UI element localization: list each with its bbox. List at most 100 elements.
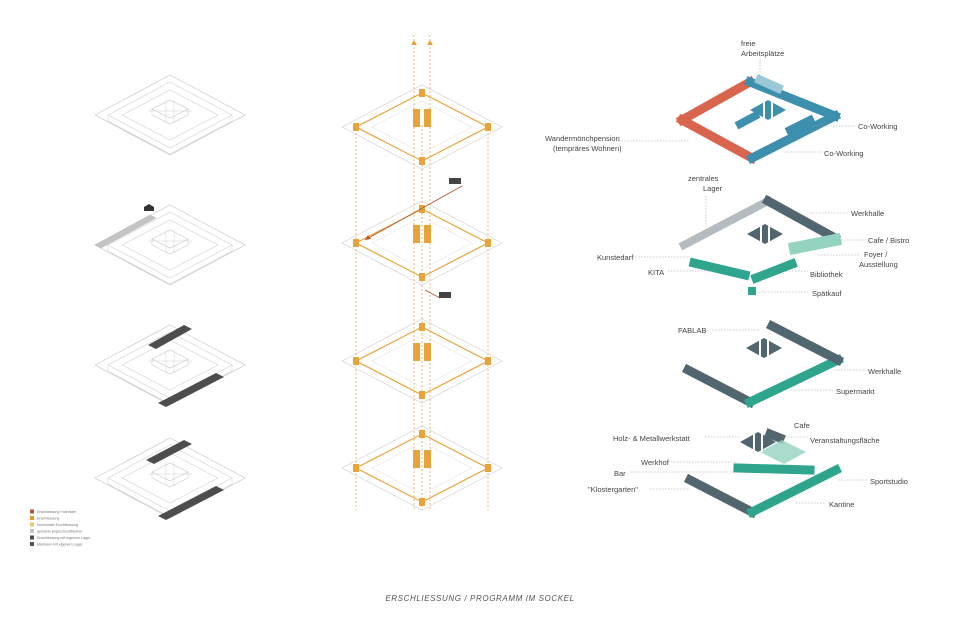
kita — [688, 257, 751, 281]
legend-label: Erschliessung Fahrräder — [37, 510, 77, 514]
core-gap — [753, 430, 763, 452]
stair-core — [424, 225, 431, 243]
core-block — [746, 336, 782, 358]
label-lager: Lager — [703, 184, 723, 193]
legend-label: Erschliessung mit eigenem Lager — [37, 536, 91, 540]
inner-outline — [371, 100, 473, 154]
bibliothek — [750, 258, 798, 284]
label-group: freie Arbeitsplätze Co-Working Co-Workin… — [545, 39, 909, 509]
bike-route — [424, 289, 441, 299]
legend-label: Erschliessung — [37, 517, 59, 521]
supermarkt — [744, 354, 844, 408]
label-freie: freie — [741, 39, 756, 48]
level-outline — [341, 84, 503, 170]
plan-upper — [675, 74, 842, 165]
stair-core — [424, 343, 431, 361]
coworking-wing — [745, 109, 842, 165]
label-cafe: Cafe — [794, 421, 810, 430]
werkstatt — [764, 428, 786, 444]
bike-arrow — [365, 235, 371, 240]
level-outline — [341, 318, 503, 404]
label-werkhalle-1: Werkhalle — [851, 209, 884, 218]
inner-outline — [371, 334, 473, 388]
label-kita: KITA — [648, 268, 664, 277]
core-block — [747, 222, 783, 244]
legend-swatch — [30, 516, 34, 520]
coworking-wing — [744, 76, 841, 122]
label-foyer: Foyer / — [864, 250, 888, 259]
label-fablab: FABLAB — [678, 326, 706, 335]
label-supermarkt: Supermarkt — [836, 387, 876, 396]
stair-core — [424, 109, 431, 127]
central-storage — [678, 195, 774, 251]
figure-caption: ERSCHLIESSUNG / PROGRAMM IM SOCKEL — [385, 594, 574, 603]
label-ausstellung: Ausstellung — [859, 260, 898, 269]
label-bar: Bar — [614, 469, 626, 478]
legend-swatch — [30, 535, 34, 540]
inner-outline — [371, 441, 473, 495]
label-arbeitsplaetze: Arbeitsplätze — [741, 49, 784, 58]
bar — [733, 463, 815, 475]
legend-label: Mietraum mit eigenem Lager — [37, 543, 84, 547]
left-plan-1 — [94, 74, 246, 156]
wandermoench-wing — [675, 75, 757, 127]
wandermoench-wing — [675, 113, 759, 165]
foyer — [787, 232, 843, 256]
label-veranstaltung: Veranstaltungsfläche — [810, 436, 880, 445]
label-werkhalle-2: Werkhalle — [868, 367, 901, 376]
werkhalle-left — [681, 363, 757, 409]
legend-label: horizontale Erschliessung — [37, 523, 78, 527]
legend-swatch — [30, 542, 34, 546]
label-zentrales: zentrales — [688, 174, 719, 183]
legend-swatch — [30, 509, 34, 514]
legend-label: genutzte Ergeschossflächen — [37, 530, 82, 534]
store-icon — [144, 204, 154, 211]
arrow-up — [411, 40, 417, 45]
label-kantine: Kantine — [829, 500, 854, 509]
core-gap — [760, 222, 770, 244]
kantine — [745, 463, 843, 519]
label-coworking-1: Co-Working — [858, 122, 897, 131]
label-kunstedarf: Kunstedarf — [597, 253, 634, 262]
stair-core — [413, 225, 420, 243]
stair-core — [424, 450, 431, 468]
label-klostergarten: "Klostergarten" — [588, 485, 638, 494]
label-holz-metall: Holz- & Metallwerkstatt — [613, 434, 691, 443]
van-icon — [439, 292, 451, 298]
stair-node — [353, 464, 359, 472]
label-spaetkauf: Spätkauf — [812, 289, 843, 298]
core-top — [746, 338, 782, 358]
core-gap — [759, 336, 769, 358]
stair-core — [413, 343, 420, 361]
coworking-block — [784, 114, 816, 136]
left-plan-3 — [94, 324, 246, 407]
stair-core — [413, 450, 420, 468]
plan-ground — [683, 428, 843, 519]
coworking-block — [734, 110, 761, 130]
event-space — [760, 440, 806, 464]
klostergarten-wing — [683, 473, 759, 519]
stair-node — [485, 464, 491, 472]
left-plan-2 — [94, 204, 246, 286]
core-top — [747, 224, 783, 244]
circulation-stack — [341, 35, 503, 511]
legend-swatch — [30, 522, 34, 527]
spaetkauf — [748, 287, 756, 295]
free-workplaces — [754, 74, 784, 94]
circulation-ring — [354, 433, 490, 503]
label-werkhof: Werkhof — [641, 458, 670, 467]
plan-mid-upper — [678, 194, 843, 295]
level-outline — [341, 200, 503, 286]
label-sportstudio: Sportstudio — [870, 477, 908, 486]
level-outline — [341, 425, 503, 511]
stair-core — [413, 109, 420, 127]
legend-swatch — [30, 529, 34, 533]
programme-stack — [675, 74, 845, 519]
plan-mid-lower — [681, 319, 845, 409]
label-cafe-bistro: Cafe / Bistro — [868, 236, 909, 245]
inner-outline — [371, 216, 473, 270]
core-top — [740, 432, 776, 452]
label-temp-wohnen: (tempräres Wohnen) — [553, 144, 622, 153]
